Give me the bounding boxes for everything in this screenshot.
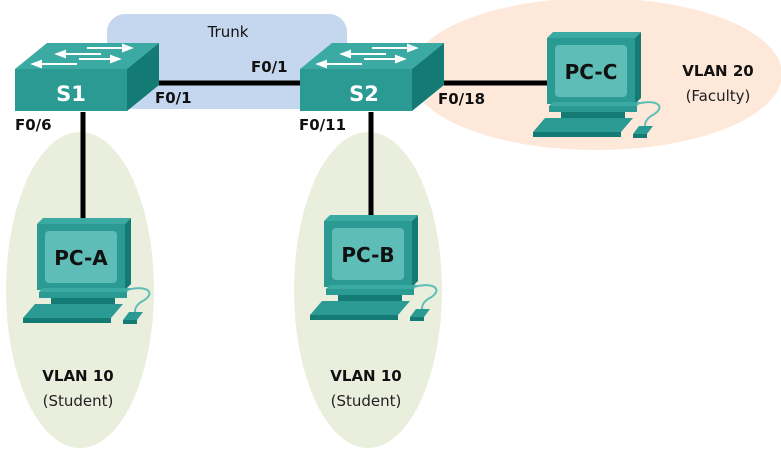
port-label-s2-f0-1: F0/1: [251, 58, 288, 76]
vlan-desc-pc-a: (Student): [43, 392, 114, 410]
switch-s1-label: S1: [56, 82, 86, 106]
switch-s1[interactable]: S1: [14, 42, 160, 112]
vlan-desc-pc-c: (Faculty): [686, 87, 751, 105]
trunk-label: Trunk: [207, 23, 249, 41]
port-label-s2-f0-18: F0/18: [438, 90, 485, 108]
vlan-desc-pc-b: (Student): [331, 392, 402, 410]
port-label-s2-f0-11: F0/11: [299, 116, 346, 134]
vlan-name-pc-a: VLAN 10: [42, 367, 113, 385]
pc-b[interactable]: PC-B: [309, 214, 438, 322]
switch-icon: [14, 42, 160, 112]
switch-s2-label: S2: [349, 82, 379, 106]
pc-a[interactable]: PC-A: [22, 217, 151, 325]
pc-b-label: PC-B: [341, 243, 394, 267]
vlan-name-pc-b: VLAN 10: [330, 367, 401, 385]
switch-s2[interactable]: S2: [299, 42, 445, 112]
pc-a-label: PC-A: [54, 246, 108, 270]
port-label-s1-f0-6: F0/6: [15, 116, 52, 134]
pc-c-label: PC-C: [565, 60, 618, 84]
pc-c[interactable]: PC-C: [532, 31, 661, 139]
port-label-s1-f0-1: F0/1: [155, 89, 192, 107]
vlan-name-pc-c: VLAN 20: [682, 62, 753, 80]
